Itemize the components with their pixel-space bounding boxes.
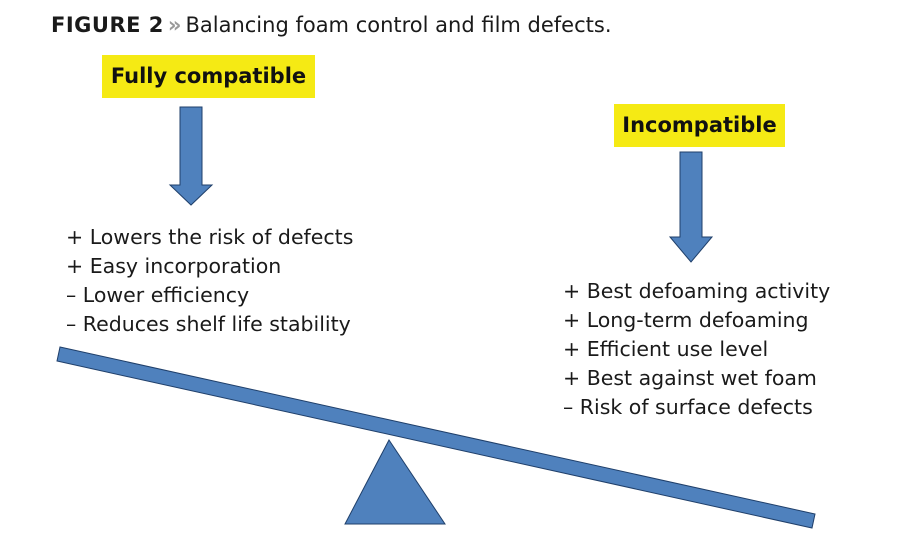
- figure-number: FIGURE 2: [51, 13, 164, 37]
- list-item: + Lowers the risk of defects: [66, 225, 354, 249]
- list-item: – Risk of surface defects: [563, 395, 813, 419]
- list-item: + Easy incorporation: [66, 254, 282, 278]
- list-item: – Lower efficiency: [66, 283, 250, 307]
- incompatible-label: Incompatible: [614, 104, 785, 147]
- separator: »: [167, 13, 182, 37]
- figure-caption: Balancing foam control and film defects.: [185, 13, 612, 37]
- list-item: + Long-term defoaming: [563, 308, 809, 332]
- list-item: + Best against wet foam: [563, 366, 817, 390]
- figure-title: FIGURE 2»Balancing foam control and film…: [51, 13, 612, 37]
- fulcrum-triangle: [344, 439, 446, 525]
- left-down-arrow-icon: [168, 106, 214, 206]
- fully-compatible-label: Fully compatible: [102, 55, 315, 98]
- right-list: + Best defoaming activity + Long-term de…: [563, 277, 830, 422]
- list-item: + Efficient use level: [563, 337, 769, 361]
- list-item: – Reduces shelf life stability: [66, 312, 351, 336]
- list-item: + Best defoaming activity: [563, 279, 831, 303]
- left-list: + Lowers the risk of defects + Easy inco…: [66, 223, 353, 339]
- seesaw-beam: [56, 346, 816, 529]
- right-down-arrow-icon: [668, 151, 714, 263]
